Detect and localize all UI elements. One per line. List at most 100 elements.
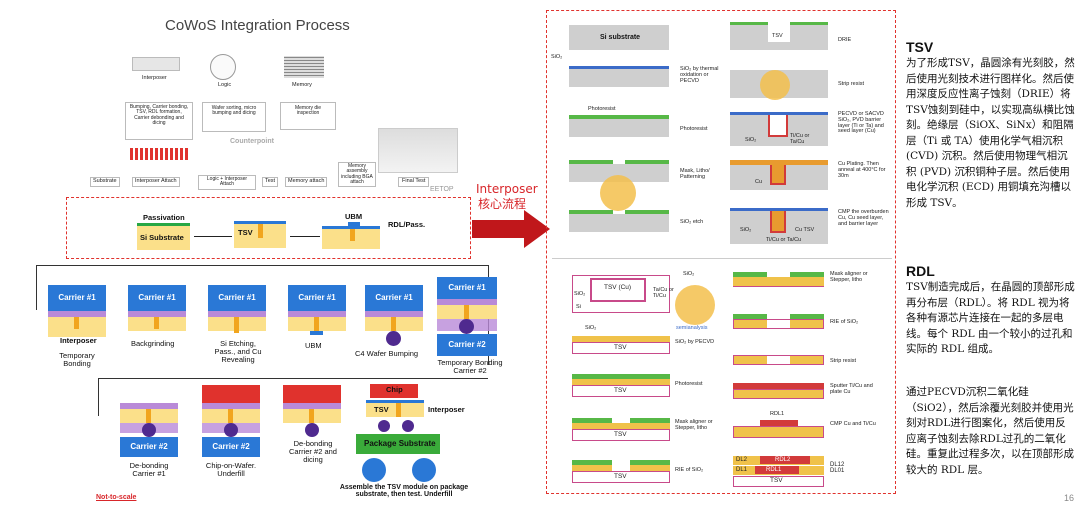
semianalysis-logo-1 (600, 175, 636, 211)
rdl-b-6-rdl2 (760, 456, 810, 464)
rdl-b-2-base (733, 319, 824, 329)
interposer-steps: Bumping, Carrier bonding, TSV, RDL forma… (129, 104, 189, 126)
row2-2-via (228, 409, 233, 423)
rdl-a-1-tiu: Ta/Cu or Ti/Cu (653, 287, 674, 299)
tsv-a-5-pr-l (569, 210, 613, 214)
rdl-a-4-base (572, 429, 670, 441)
tsv-b-1-r (790, 22, 828, 50)
carrier-label: Carrier #1 (437, 277, 497, 299)
row2-2-bump (224, 423, 238, 437)
memory-steps: Memory die inspection (294, 105, 322, 117)
interposer-thumb (132, 57, 180, 71)
final-package-image (378, 128, 458, 173)
tsv-stage-via (258, 224, 263, 238)
col-head-interposer: Interposer (142, 75, 167, 81)
row2-4-bump-a (378, 420, 390, 432)
rdl-a-4-pr-l (572, 418, 612, 423)
row1-1-extra: Interposer (60, 336, 97, 345)
rdl-b-6-dl1-label: DL1 (736, 467, 748, 473)
row2-3-bump (305, 423, 319, 437)
rdl-a-4-label: Mask aligner or Stepper, litho (675, 419, 713, 431)
bga-ball-2 (412, 458, 436, 482)
rdl-b-2-pr-l (733, 314, 767, 319)
tsv-b-1-label: DRIE (838, 37, 852, 43)
flow-interposer-attach: Interposer Attach (132, 177, 180, 187)
rdl-a-3-inner: TSV (614, 387, 627, 394)
row1-5-purple (365, 311, 423, 317)
rdl-pass-label: RDL/Pass. (388, 220, 426, 229)
row2-1-caption: De-bonding Carrier #1 (129, 461, 169, 478)
ubm-layer (322, 226, 380, 229)
carrier-label: Carrier #1 (288, 285, 346, 311)
rdl-b-1-label: Mask aligner or Stepper, litho (830, 271, 868, 283)
row1-6-via (464, 305, 469, 319)
ubm-label: UBM (345, 212, 363, 221)
rdl-a-5-base (572, 471, 670, 483)
row1-5-caption: C4 Wafer Bumping (355, 349, 419, 358)
tsv-a-5-pr-r (625, 210, 669, 214)
rdl-a-1-sio2-l: SiO₂ (574, 291, 586, 297)
tsv-a-3-label: Photoresist (680, 126, 708, 132)
rdl-a-5-pr-r (630, 460, 670, 465)
tsv-b-3-label: PECVD or SACVD SiO₂, PVD barrier layer (… (838, 111, 884, 135)
divider (552, 258, 892, 259)
tsv-b-1-inner: TSV (772, 33, 783, 39)
rdl-b-5-base (733, 426, 824, 438)
package-substrate (356, 434, 440, 454)
flow-loop-left (36, 265, 37, 310)
package-substrate-label: Package Substrate (364, 439, 436, 448)
tsv-a-4-pr-r (625, 160, 669, 164)
si-substrate-text: Si substrate (600, 34, 641, 41)
tsv-a-3-pr (569, 115, 669, 119)
flow-loop-mid (98, 378, 488, 379)
tsv-a-3 (569, 119, 669, 137)
carrier-label: Carrier #2 (120, 437, 178, 457)
rdl-a-2-sio2 (572, 336, 670, 342)
row2-1-purple (120, 403, 178, 409)
memory-stack-icon (284, 56, 324, 78)
passivation-layer (137, 223, 190, 226)
rdl-b-6-dl2-label: DL2 (736, 457, 748, 463)
tsv-text: 为了形成TSV，晶圆涂有光刻胶，然后使用光刻技术进行图样化。然后使用深度反应性离… (906, 57, 1075, 209)
tsv-a-4 (569, 164, 669, 182)
tsv-a-5 (569, 214, 669, 232)
row2-3-purple (283, 403, 341, 409)
arrow-2 (290, 236, 320, 237)
eetop-watermark: EETOP (430, 186, 454, 193)
row1-6-purple (437, 299, 497, 305)
row1-2-via (154, 317, 159, 329)
row1-6-caption: Temporary Bonding Carrier #2 (437, 358, 503, 375)
rdl-a-5-sio2-l (572, 465, 612, 471)
tsv-b-3-trench (768, 115, 788, 137)
row1-5-bump (386, 331, 401, 346)
row2-2-caption: Chip-on-Wafer. Underfill (205, 461, 257, 478)
rdl-b-1-pr-l (733, 272, 767, 277)
interposer-strip (130, 148, 188, 160)
rdl-b-2-pr-r (790, 314, 824, 319)
flow-logic-interposer: Logic + Interposer Attach (198, 175, 256, 190)
row1-4-purple (288, 311, 346, 317)
logic-steps: Wafer sorting, micro bumping and dicing (211, 105, 257, 117)
rdl-heading: RDL (906, 263, 935, 279)
tsv-a-3-side: Photoresist (588, 106, 616, 112)
rdl-b-4-base (733, 389, 824, 399)
col-head-logic: Logic (218, 82, 232, 88)
carrier-label-2: Carrier #2 (437, 334, 497, 356)
row1-2-purple (128, 311, 186, 317)
rdl-a-4-inner: TSV (614, 431, 627, 438)
row2-1-bump (142, 423, 156, 437)
tsv-label: TSV (374, 405, 389, 414)
tsv-a-1 (569, 25, 669, 50)
rdl-a-4-pr-r (630, 418, 670, 423)
row1-3-purple (208, 311, 266, 317)
cowos-overview: CoWoS Integration Process Interposer Log… (80, 10, 480, 195)
logic-steps-box (202, 102, 266, 132)
rdl-a-3-sio2 (572, 379, 670, 385)
rdl-a-2-label: SiO₂ by PECVD (675, 339, 715, 345)
semianalysis-logo-2 (760, 70, 790, 100)
rdl-a-2-base (572, 342, 670, 354)
tsv-a-2 (569, 69, 669, 87)
rdl-text-2: 通过PECVD沉积二氧化硅（SiO2），然后涂覆光刻胶并使用光刻对RDL进行图案… (906, 386, 1074, 476)
row1-4-ubm (310, 331, 323, 335)
tsv-b-5-label: CMP the overburden Cu, Cu seed layer, an… (838, 209, 889, 227)
